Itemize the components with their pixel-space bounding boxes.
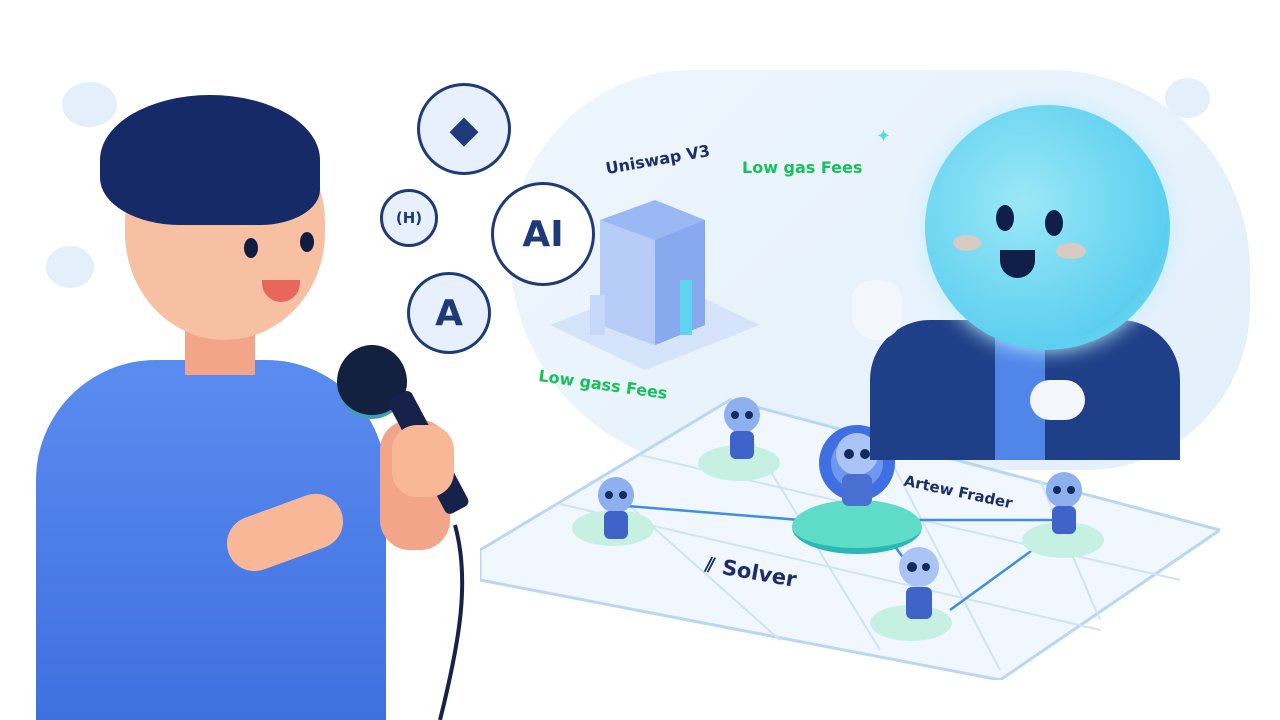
ethereum-coin: ◆ (417, 83, 511, 175)
mascot-chest-hand (1030, 380, 1085, 420)
mascot-cheek (953, 235, 981, 251)
robot-agent (899, 547, 939, 619)
ethereum-icon: ◆ (449, 107, 479, 151)
mascot-waving-hand (852, 280, 902, 340)
robot-agent (724, 397, 760, 459)
h-token-icon: (H) (395, 209, 423, 227)
person-hair (100, 95, 320, 225)
sparkle-icon: ✦ (876, 126, 892, 147)
h-token-coin: (H) (380, 189, 438, 247)
robot-agent (1046, 472, 1082, 534)
mascot-eye-right (1045, 210, 1063, 236)
robot-agent-central (836, 433, 878, 506)
ai-token-icon: AI (522, 213, 564, 255)
a-token-icon: A (435, 292, 463, 334)
mascot-cheek (1056, 243, 1086, 259)
mascot-eye-left (996, 205, 1014, 231)
mascot-mouth (1000, 250, 1035, 278)
robot-agent (598, 477, 634, 539)
decorative-bubble (46, 246, 94, 288)
agent-pad-central (792, 500, 922, 554)
decorative-bubble (62, 82, 117, 127)
person-eye-left (244, 238, 258, 258)
microphone-cable (438, 524, 465, 720)
person-ear (148, 245, 182, 285)
uniswap-building (550, 200, 760, 370)
low-gas-fees-label-top: Low gas Fees (742, 158, 863, 177)
a-token-coin: A (407, 272, 491, 354)
ai-token-coin: AI (491, 182, 595, 286)
person-hand-mic (392, 425, 454, 497)
person-eye-right (300, 232, 314, 252)
person-mouth (262, 280, 300, 302)
